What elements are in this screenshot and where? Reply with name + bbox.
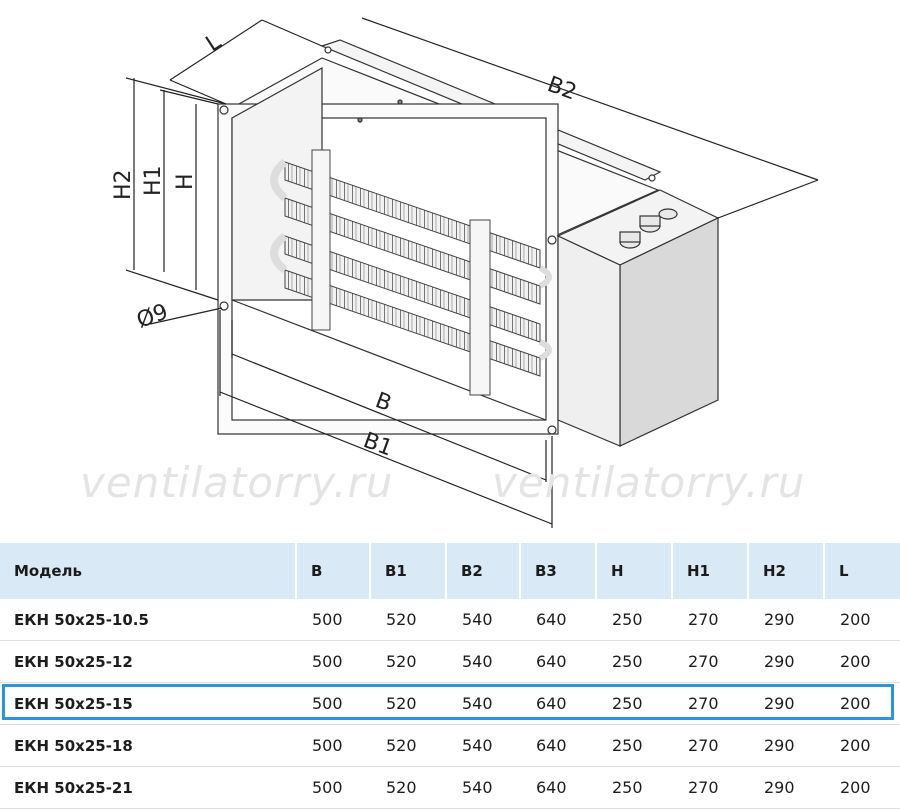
cell: 520 bbox=[386, 778, 417, 797]
heater-technical-drawing: L B2 H2 H1 H Ø9 B B1 bbox=[111, 17, 819, 528]
cell: 520 bbox=[386, 736, 417, 755]
cell: 270 bbox=[688, 736, 719, 755]
cell: 540 bbox=[462, 610, 493, 629]
dim-label-L: L bbox=[202, 29, 227, 57]
selected-row-highlight bbox=[2, 684, 894, 720]
cell: 500 bbox=[312, 736, 343, 755]
dim-label-H2: H2 bbox=[111, 169, 136, 200]
cell: 520 bbox=[386, 610, 417, 629]
header-b: B bbox=[296, 543, 371, 599]
cell: 640 bbox=[536, 652, 567, 671]
cell: 540 bbox=[462, 694, 493, 713]
table-header-row: Модель B B1 B2 B3 H H1 H2 L bbox=[0, 543, 900, 599]
watermark-right: ventilatorry.ru bbox=[492, 458, 806, 507]
cell: 500 bbox=[312, 778, 343, 797]
cell: 250 bbox=[612, 652, 643, 671]
header-b1: B1 bbox=[370, 543, 447, 599]
cell-model: ЕКН 50х25-10.5 bbox=[14, 610, 149, 629]
cell-model: ЕКН 50х25-18 bbox=[14, 736, 133, 755]
cell: 500 bbox=[312, 694, 343, 713]
table-row-highlighted: ЕКН 50х25-15 500 520 540 640 250 270 290… bbox=[0, 683, 900, 725]
cell-model: ЕКН 50х25-21 bbox=[14, 778, 133, 797]
dimension-lines bbox=[125, 17, 819, 528]
cell: 200 bbox=[840, 778, 871, 797]
cell: 640 bbox=[536, 778, 567, 797]
cell-model: ЕКН 50х25-15 bbox=[14, 694, 133, 713]
table-row: ЕКН 50х25-12 500 520 540 640 250 270 290… bbox=[0, 641, 900, 683]
cell: 520 bbox=[386, 652, 417, 671]
header-h: H bbox=[596, 543, 673, 599]
cell: 640 bbox=[536, 694, 567, 713]
cell: 270 bbox=[688, 652, 719, 671]
cell: 500 bbox=[312, 652, 343, 671]
cell: 640 bbox=[536, 736, 567, 755]
dim-label-H: H bbox=[173, 173, 198, 190]
watermark-left: ventilatorry.ru bbox=[80, 458, 394, 507]
cell: 270 bbox=[688, 610, 719, 629]
table-row: ЕКН 50х25-21 500 520 540 640 250 270 290… bbox=[0, 767, 900, 809]
cell: 540 bbox=[462, 736, 493, 755]
cell: 250 bbox=[612, 736, 643, 755]
terminal-box bbox=[556, 189, 720, 447]
dim-label-d9: Ø9 bbox=[134, 299, 172, 333]
cell: 200 bbox=[840, 610, 871, 629]
cell: 250 bbox=[612, 610, 643, 629]
cell: 540 bbox=[462, 652, 493, 671]
cell: 270 bbox=[688, 778, 719, 797]
cell: 250 bbox=[612, 694, 643, 713]
header-b2: B2 bbox=[446, 543, 521, 599]
header-b3: B3 bbox=[520, 543, 597, 599]
cell: 540 bbox=[462, 778, 493, 797]
header-h1: H1 bbox=[672, 543, 749, 599]
cell: 290 bbox=[764, 778, 795, 797]
table-row: ЕКН 50х25-10.5 500 520 540 640 250 270 2… bbox=[0, 599, 900, 641]
header-model: Модель bbox=[0, 543, 297, 599]
cell: 250 bbox=[612, 778, 643, 797]
table-row: ЕКН 50х25-18 500 520 540 640 250 270 290… bbox=[0, 725, 900, 767]
cell: 200 bbox=[840, 736, 871, 755]
cell: 640 bbox=[536, 610, 567, 629]
cell: 290 bbox=[764, 736, 795, 755]
dim-label-B2: B2 bbox=[544, 72, 580, 105]
cell-model: ЕКН 50х25-12 bbox=[14, 652, 133, 671]
cell: 290 bbox=[764, 694, 795, 713]
cell: 290 bbox=[764, 652, 795, 671]
cell: 200 bbox=[840, 694, 871, 713]
header-l: L bbox=[824, 543, 900, 599]
dimensions-table: Модель B B1 B2 B3 H H1 H2 L ЕКН 50х25-10… bbox=[0, 543, 900, 809]
heating-elements bbox=[270, 149, 552, 396]
cell: 270 bbox=[688, 694, 719, 713]
cell: 520 bbox=[386, 694, 417, 713]
cell: 500 bbox=[312, 610, 343, 629]
cell: 290 bbox=[764, 610, 795, 629]
header-h2: H2 bbox=[748, 543, 825, 599]
cell: 200 bbox=[840, 652, 871, 671]
dim-label-H1: H1 bbox=[141, 165, 166, 196]
